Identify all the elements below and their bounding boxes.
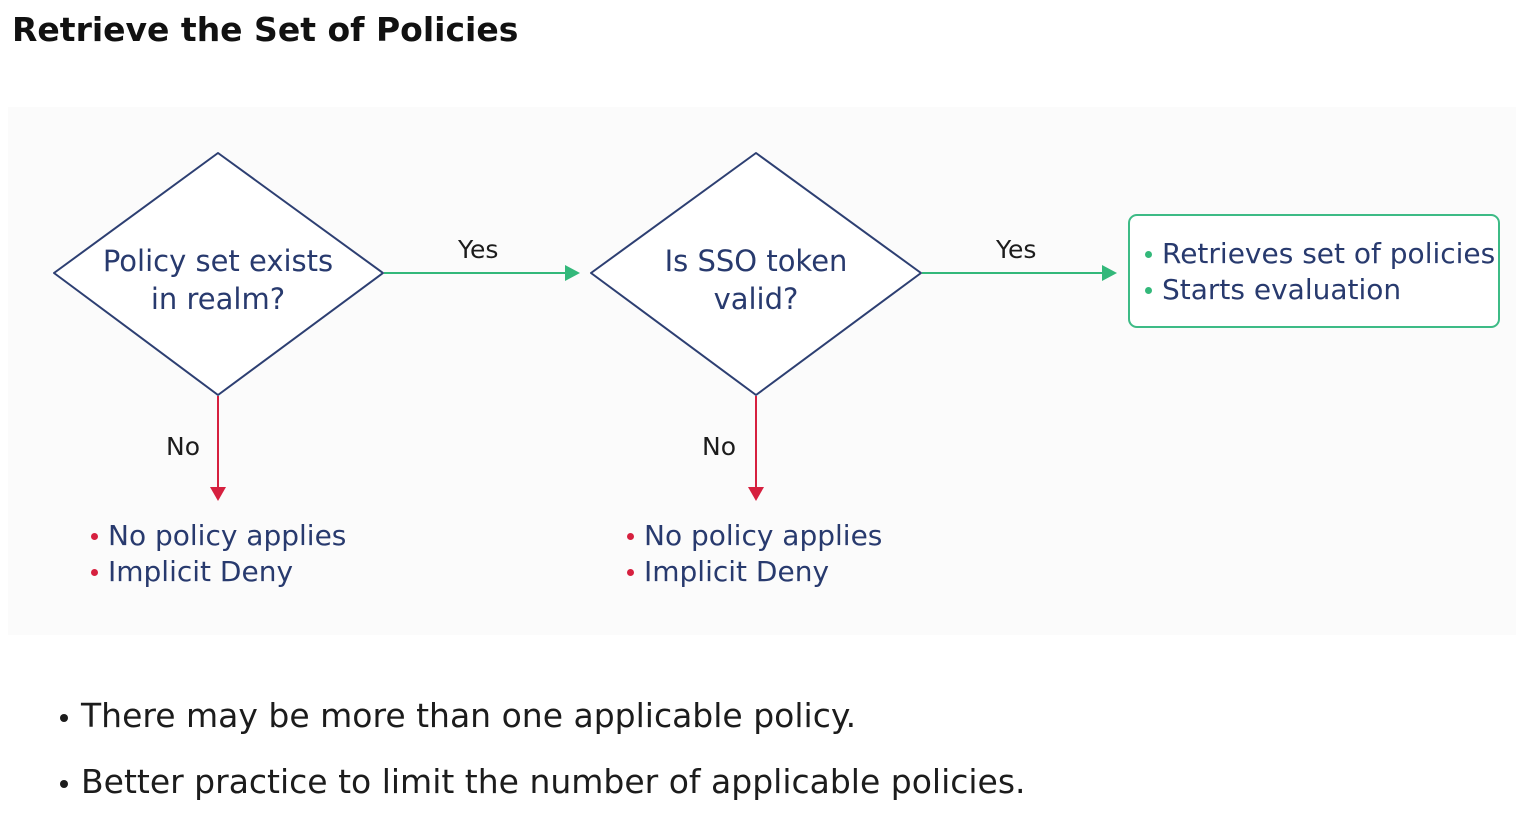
no-arrow-2 [748, 396, 764, 501]
no-label-1: No [166, 432, 200, 461]
yes-label-1: Yes [458, 235, 499, 264]
list-item: Implicit Deny [624, 554, 882, 590]
yes-label-2: Yes [996, 235, 1037, 264]
note-item: There may be more than one applicable po… [58, 694, 1026, 738]
list-item: Retrieves set of policies [1142, 236, 1495, 272]
decision-diamond-policy-set [53, 152, 384, 396]
yes-outcome-list: Retrieves set of policies Starts evaluat… [1142, 236, 1495, 308]
yes-arrow-2 [922, 265, 1117, 281]
notes-list: There may be more than one applicable po… [58, 694, 1026, 826]
result-box: Retrieves set of policies Starts evaluat… [1128, 214, 1500, 328]
yes-arrow-1 [384, 265, 580, 281]
note-item: Better practice to limit the number of a… [58, 760, 1026, 804]
list-item: No policy applies [624, 518, 882, 554]
decision-2-text: Is SSO token valid? [664, 244, 848, 316]
no-label-2: No [702, 432, 736, 461]
list-item: Starts evaluation [1142, 272, 1495, 308]
no-outcome-list-1: No policy applies Implicit Deny [88, 518, 346, 590]
list-item: Implicit Deny [88, 554, 346, 590]
decision-1-text: Policy set exists in realm? [102, 244, 334, 316]
decision-diamond-sso-token [590, 152, 922, 396]
page-title: Retrieve the Set of Policies [12, 10, 519, 49]
no-outcome-list-2: No policy applies Implicit Deny [624, 518, 882, 590]
list-item: No policy applies [88, 518, 346, 554]
no-arrow-1 [210, 396, 226, 501]
